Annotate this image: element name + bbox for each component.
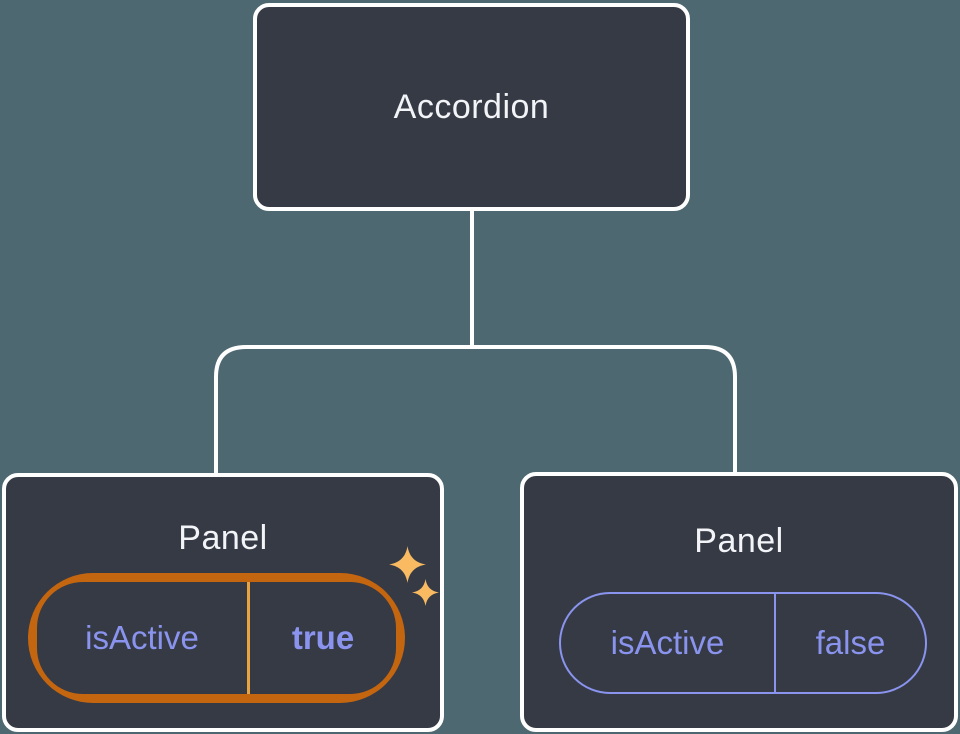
accordion-node-label: Accordion	[393, 87, 550, 126]
prop-pill-plain: isActive false	[559, 592, 927, 694]
panel-node-inactive: Panel isActive false	[520, 472, 958, 732]
prop-name-cell: isActive	[37, 582, 247, 694]
prop-name-label: isActive	[85, 619, 199, 656]
prop-value-label: false	[815, 624, 886, 661]
prop-name-label: isActive	[610, 624, 725, 661]
sparkle-icon-large	[389, 546, 426, 583]
panel-node-label: Panel	[694, 522, 784, 560]
prop-pill-divider	[247, 582, 250, 694]
prop-value-label: true	[291, 619, 355, 656]
prop-pill-divider	[774, 594, 776, 692]
sparkle-icon-small	[412, 579, 439, 606]
prop-pill-highlighted: isActive true	[28, 573, 405, 703]
prop-value-cell: true	[250, 582, 396, 694]
panel-node-label: Panel	[178, 519, 268, 557]
connector-bracket	[214, 345, 737, 478]
panel-node-active: Panel isActive true	[2, 473, 444, 732]
prop-pill-body: isActive true	[37, 582, 396, 694]
prop-name-cell: isActive	[561, 594, 774, 692]
accordion-node: Accordion	[253, 3, 690, 211]
prop-value-cell: false	[776, 594, 925, 692]
